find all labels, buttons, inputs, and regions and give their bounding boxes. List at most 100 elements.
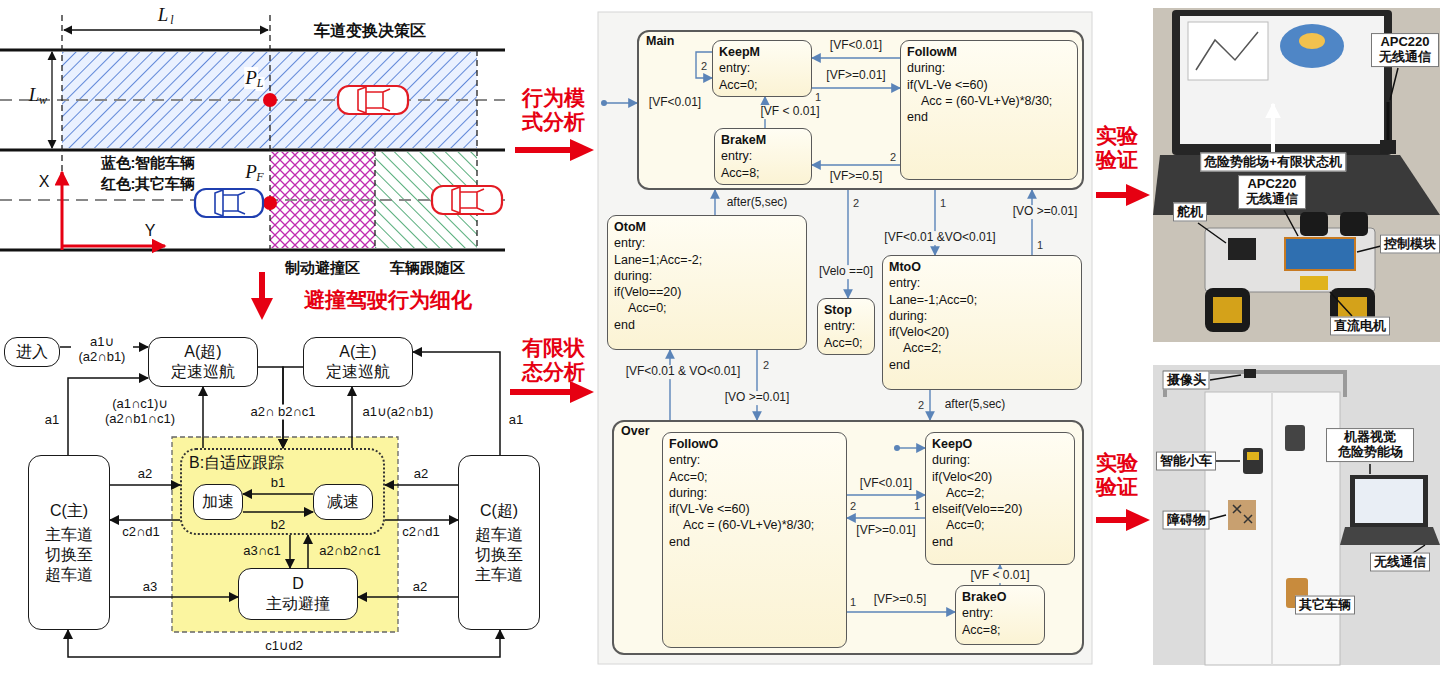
- stateflow-state: FollowMduring:if(VL-Ve <=60)Acc = (60-VL…: [900, 40, 1078, 180]
- stateflow-transition: [1031, 190, 1032, 255]
- photo-car-laptop: [1213, 297, 1242, 323]
- reference-point: [263, 93, 277, 107]
- state-title: A(超): [184, 342, 221, 362]
- step-label: 避撞驾驶行为细化: [304, 288, 472, 312]
- priority-number: 2: [850, 500, 856, 513]
- state-transition: [110, 519, 180, 521]
- state-title: C(超): [480, 501, 518, 521]
- photo-car-laptop: [1387, 102, 1390, 140]
- transition-label: [VF>=0.5]: [828, 170, 885, 184]
- transition-label: (a1∩c1)∪ (a2∩b1∩c1): [98, 397, 182, 427]
- photo-callout: APC220 无线通信: [1238, 175, 1306, 209]
- photo-car-laptop: [1285, 238, 1355, 270]
- substate-box: 减速: [313, 484, 373, 520]
- state-transition: [202, 387, 204, 448]
- stateflow-transition: [929, 390, 930, 420]
- process-arrow: [515, 147, 572, 153]
- process-arrow: [570, 139, 594, 161]
- state-title: D: [292, 574, 304, 594]
- action-line: entry:: [889, 275, 1075, 291]
- process-arrow: [251, 298, 273, 320]
- photo-callout: 摄像头: [1163, 371, 1210, 390]
- state-transition: [351, 387, 353, 448]
- photo-car-laptop: [1228, 238, 1256, 260]
- transition-label: a2: [411, 580, 429, 595]
- photo-callout: 智能小车: [1156, 452, 1216, 471]
- photo-callout: 危险势能场+有限状态机: [1200, 153, 1346, 172]
- priority-number: 1: [940, 197, 946, 210]
- photo-car-laptop: [1300, 276, 1328, 290]
- axis-arrow: [62, 245, 165, 248]
- photo-car-laptop: [1300, 212, 1328, 236]
- state-box: A(超)定速巡航: [148, 337, 258, 387]
- stateflow-transition: [847, 517, 925, 518]
- photo-test-track: [1285, 425, 1305, 451]
- stateflow-transition: [669, 350, 670, 420]
- photo-test-track: [1233, 505, 1252, 523]
- action-line: during:: [889, 308, 1075, 324]
- transition-label: [VF<0.01 & VO<0.01]: [624, 365, 743, 379]
- state-transition: [385, 484, 458, 486]
- transition-label: c1∪d2: [263, 639, 305, 654]
- action-line: entry:: [721, 148, 805, 164]
- action-line: during:: [932, 452, 1068, 468]
- action-line: end: [614, 317, 800, 333]
- stateflow-transition: [812, 87, 900, 88]
- photo-car-laptop: [1205, 288, 1250, 332]
- stateflow-panel: [637, 30, 1084, 190]
- transition-label: [Velo ==0]: [817, 265, 875, 279]
- photo-callout: 控制模块: [1380, 235, 1440, 254]
- step-label: 实验验证: [1094, 451, 1140, 499]
- transition-label: b2: [269, 518, 287, 533]
- stateflow-transition: [696, 52, 712, 78]
- photo-car-laptop: [1380, 140, 1396, 154]
- transition-label: [VO >=0.01]: [1011, 205, 1080, 219]
- transition-label: [VF < 0.01]: [758, 105, 821, 119]
- default-transition: [604, 102, 637, 103]
- state-name: KeepO: [932, 436, 1068, 452]
- axis-label: Y: [145, 222, 156, 240]
- stateflow-transition: [934, 190, 935, 255]
- stateflow-state: BrakeOentry:Acc=8;: [955, 585, 1045, 645]
- state-description: 主动避撞: [266, 594, 330, 614]
- zone-label: 制动避撞区: [285, 259, 360, 276]
- stateflow-state: OtoMentry:Lane=1;Acc=-2;during:if(Velo==…: [607, 215, 807, 350]
- lane-centre-line: [0, 100, 505, 200]
- transition-label: [VO >=0.01]: [723, 391, 792, 405]
- action-line: end: [889, 357, 1075, 373]
- transition-label: a3: [141, 580, 159, 595]
- action-line: Acc=2;: [889, 340, 1075, 356]
- transition-label: [VF>=0.01]: [854, 524, 917, 538]
- priority-number: 1: [850, 596, 856, 609]
- substate-box: 加速: [193, 484, 243, 520]
- action-line: if(Velo<20): [932, 469, 1068, 485]
- transition-label: a2: [136, 467, 154, 482]
- zone-label: 车辆跟随区: [390, 259, 465, 276]
- transition-label: [VF<0.01]: [647, 96, 703, 110]
- process-arrow: [1126, 184, 1150, 206]
- action-line: Acc=0;: [719, 77, 805, 93]
- action-line: Acc=0;: [669, 469, 840, 485]
- state-name: OtoM: [614, 219, 800, 235]
- action-line: entry:: [962, 605, 1038, 621]
- action-line: Acc=8;: [721, 165, 805, 181]
- photo-test-track: [1153, 365, 1440, 665]
- action-line: if(Velo<20): [889, 324, 1075, 340]
- dimension-subscript: w: [39, 94, 47, 108]
- photo-test-track: [1340, 527, 1440, 545]
- photo-test-track: [1228, 500, 1256, 530]
- step-label: 行为模式分析: [519, 86, 587, 134]
- superstate-box: MainKeepMentry:Acc=0;FollowMduring:if(VL…: [637, 30, 1084, 190]
- state-description: 主车道切换至超车道: [43, 525, 94, 585]
- road-scene: [0, 15, 505, 250]
- process-arrow: [570, 381, 594, 403]
- photo-car-laptop: [1153, 8, 1440, 342]
- state-title: 加速: [202, 492, 234, 512]
- transition-label: a1∪ (a2∩b1): [71, 335, 133, 365]
- state-transition: [110, 596, 238, 598]
- state-title: 进入: [16, 342, 48, 362]
- state-description: 超车道切换至主车道: [473, 525, 524, 585]
- state-name: BrakeM: [721, 132, 805, 148]
